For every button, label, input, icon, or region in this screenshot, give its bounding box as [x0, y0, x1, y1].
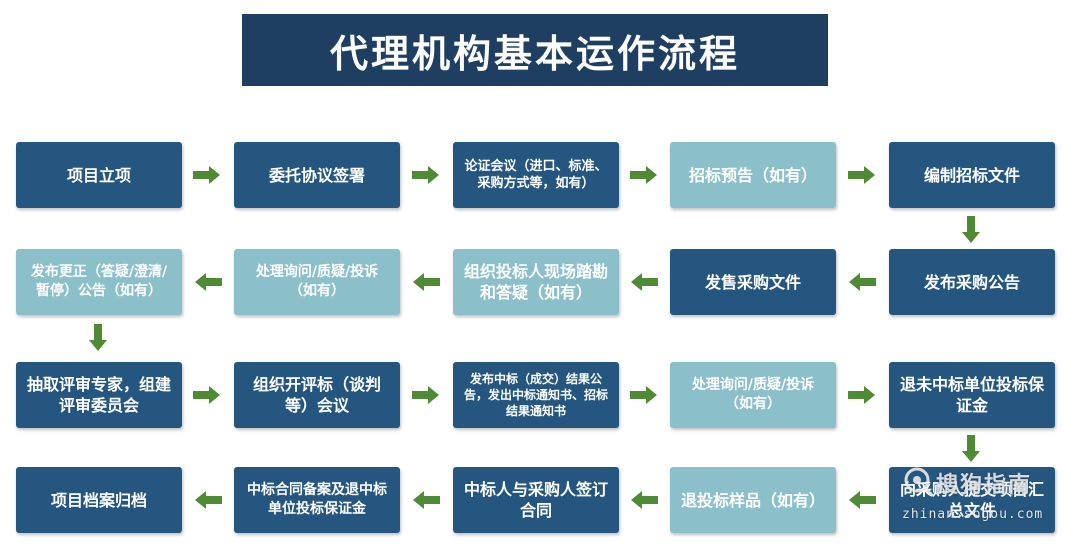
step-2-box: 委托协议签署	[234, 142, 400, 208]
step-16-box: 向采购人提交项目汇总文件	[889, 467, 1055, 533]
arrow-right-icon	[848, 386, 875, 404]
step-6-box: 发布采购公告	[889, 249, 1055, 315]
arrow-right-icon	[412, 166, 439, 184]
arrow-right-icon	[630, 386, 657, 404]
step-8-box: 组织投标人现场踏勘和答疑（如有）	[453, 249, 619, 315]
step-13-box: 发布中标（成交）结果公告，发出中标通知书、招标结果通知书	[453, 362, 619, 428]
step-9-box: 处理询问/质疑/投诉（如有）	[234, 249, 400, 315]
step-12-box: 组织开评标（谈判等）会议	[234, 362, 400, 428]
step-5-box: 编制招标文件	[889, 142, 1055, 208]
step-14-box: 处理询问/质疑/投诉（如有）	[670, 362, 836, 428]
step-15-box: 退未中标单位投标保证金	[889, 362, 1055, 428]
step-11-box: 抽取评审专家，组建评审委员会	[16, 362, 182, 428]
arrow-right-icon	[630, 166, 657, 184]
arrow-left-icon	[413, 491, 440, 509]
arrow-right-icon	[193, 386, 220, 404]
arrow-left-icon	[413, 273, 440, 291]
step-17-box: 退投标样品（如有）	[670, 467, 836, 533]
arrow-left-icon	[849, 491, 876, 509]
arrow-right-icon	[412, 386, 439, 404]
arrow-down-icon	[962, 435, 980, 462]
step-3-box: 论证会议（进口、标准、采购方式等，如有）	[453, 142, 619, 208]
arrow-right-icon	[193, 166, 220, 184]
page-title: 代理机构基本运作流程	[242, 14, 828, 86]
arrow-left-icon	[849, 273, 876, 291]
step-18-box: 中标人与采购人签订合同	[453, 467, 619, 533]
arrow-right-icon	[848, 166, 875, 184]
step-20-box: 项目档案归档	[16, 467, 182, 533]
step-19-box: 中标合同备案及退中标单位投标保证金	[234, 467, 400, 533]
arrow-left-icon	[631, 273, 658, 291]
step-1-box: 项目立项	[16, 142, 182, 208]
step-7-box: 发售采购文件	[670, 249, 836, 315]
step-10-box: 发布更正（答疑/澄清/暂停）公告（如有）	[16, 249, 182, 315]
arrow-down-icon	[962, 216, 980, 243]
step-4-box: 招标预告（如有）	[670, 142, 836, 208]
arrow-left-icon	[195, 273, 222, 291]
arrow-left-icon	[195, 491, 222, 509]
arrow-down-icon	[89, 324, 107, 351]
arrow-left-icon	[631, 491, 658, 509]
